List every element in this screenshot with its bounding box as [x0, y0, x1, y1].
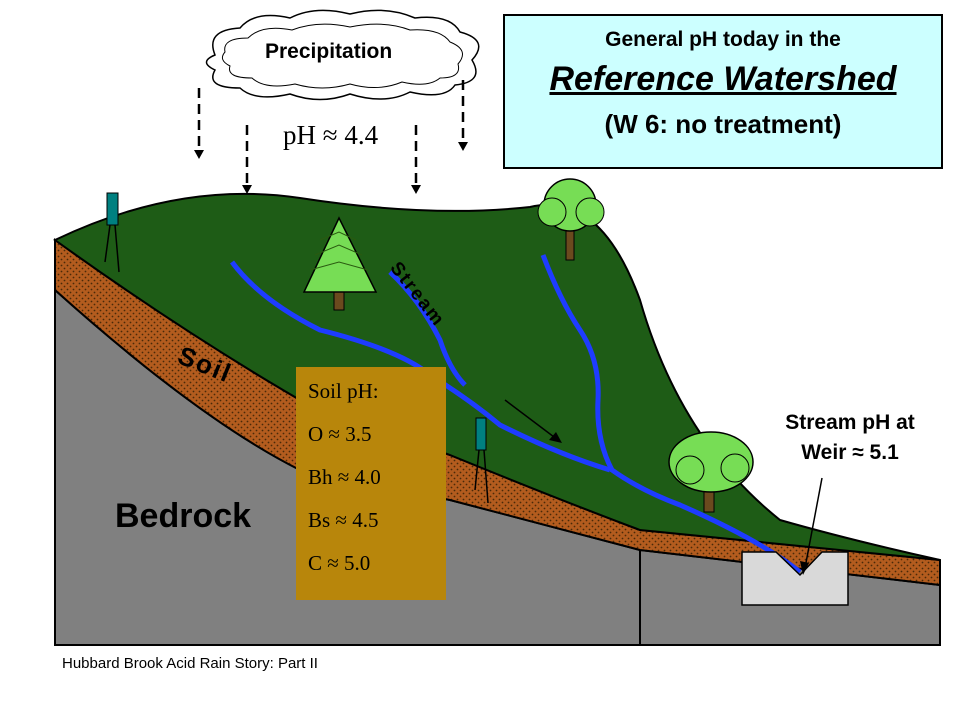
soil-ph-bs: Bs ≈ 4.5: [308, 508, 379, 532]
soil-ph-heading: Soil pH:: [308, 379, 379, 403]
stream-middle: [388, 270, 467, 387]
well-left: [104, 192, 120, 273]
bedrock-label: Bedrock: [115, 497, 252, 535]
deciduous-tree-bottom: [668, 431, 754, 513]
conifer-tree: [302, 216, 378, 311]
precipitation-ph: pH ≈ 4.4: [283, 120, 379, 150]
weir-pointer-head: [800, 561, 809, 575]
weir-pointer: [804, 477, 823, 569]
soil-ph-panel: Soil pH: O ≈ 3.5 Bh ≈ 4.0 Bs ≈ 4.5 C ≈ 5…: [296, 367, 446, 600]
stream-right: [540, 254, 802, 574]
title-line2: Reference Watershed: [549, 60, 897, 98]
flow-arrow: [504, 399, 559, 441]
title-box: General pH today in the Reference Waters…: [503, 14, 943, 169]
precipitation-label: Precipitation: [265, 40, 393, 63]
footer-caption: Hubbard Brook Acid Rain Story: Part II: [62, 655, 318, 672]
soil-ph-c: C ≈ 5.0: [308, 551, 371, 575]
soil-ph-o: O ≈ 3.5: [308, 422, 372, 446]
title-line3: (W 6: no treatment): [604, 109, 842, 139]
title-line1: General pH today in the: [605, 28, 841, 51]
soil-ph-bh: Bh ≈ 4.0: [308, 465, 381, 489]
stream-ph-line2: Weir ≈ 5.1: [801, 441, 899, 464]
stream-ph-label: Stream pH at Weir ≈ 5.1: [745, 408, 955, 468]
weir: [741, 551, 849, 606]
precipitation-cloud: [205, 9, 480, 101]
well-right: [474, 417, 489, 504]
stream-ph-line1: Stream pH at: [785, 411, 915, 434]
flow-arrowhead: [549, 432, 562, 443]
deciduous-tree-top: [537, 178, 605, 261]
